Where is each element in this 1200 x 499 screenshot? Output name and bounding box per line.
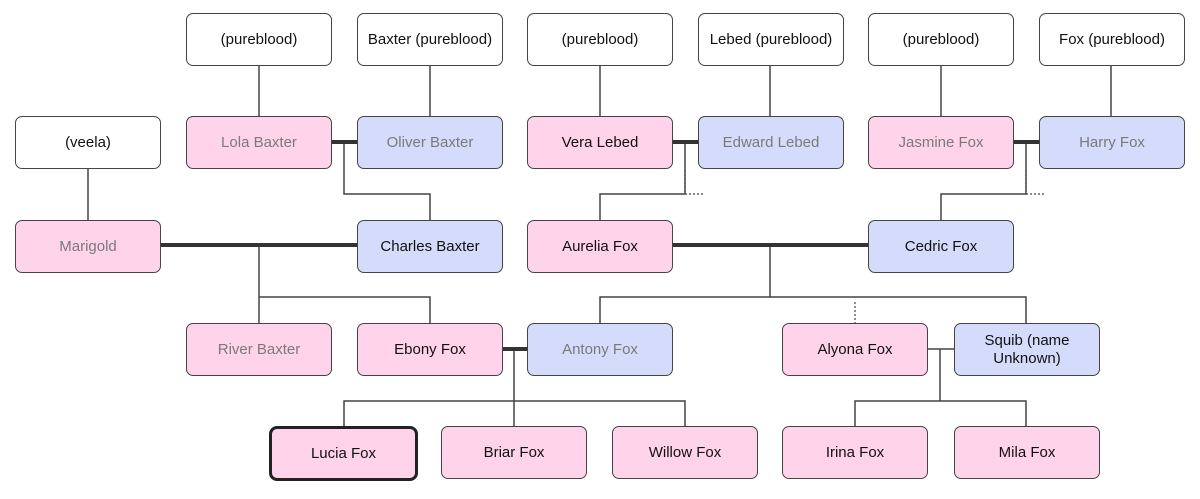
person-willow-fox[interactable]: Willow Fox	[612, 426, 758, 479]
person-harry-fox[interactable]: Harry Fox	[1039, 116, 1185, 169]
person-river-baxter[interactable]: River Baxter	[186, 323, 332, 376]
person-mila-fox[interactable]: Mila Fox	[954, 426, 1100, 479]
person-edward-lebed[interactable]: Edward Lebed	[698, 116, 844, 169]
person-squib-unknown[interactable]: Squib (name Unknown)	[954, 323, 1100, 376]
ancestor-lebed-pureblood[interactable]: Lebed (pureblood)	[698, 13, 844, 66]
person-charles-baxter[interactable]: Charles Baxter	[357, 220, 503, 273]
person-irina-fox[interactable]: Irina Fox	[782, 426, 928, 479]
person-marigold[interactable]: Marigold	[15, 220, 161, 273]
person-aurelia-fox[interactable]: Aurelia Fox	[527, 220, 673, 273]
person-cedric-fox[interactable]: Cedric Fox	[868, 220, 1014, 273]
ancestor-baxter-pureblood[interactable]: Baxter (pureblood)	[357, 13, 503, 66]
ancestor-pureblood-2[interactable]: (pureblood)	[527, 13, 673, 66]
person-antony-fox[interactable]: Antony Fox	[527, 323, 673, 376]
person-jasmine-fox[interactable]: Jasmine Fox	[868, 116, 1014, 169]
person-ebony-fox[interactable]: Ebony Fox	[357, 323, 503, 376]
ancestor-pureblood-3[interactable]: (pureblood)	[868, 13, 1014, 66]
person-lola-baxter[interactable]: Lola Baxter	[186, 116, 332, 169]
person-alyona-fox[interactable]: Alyona Fox	[782, 323, 928, 376]
person-briar-fox[interactable]: Briar Fox	[441, 426, 587, 479]
person-vera-lebed[interactable]: Vera Lebed	[527, 116, 673, 169]
person-oliver-baxter[interactable]: Oliver Baxter	[357, 116, 503, 169]
ancestor-veela[interactable]: (veela)	[15, 116, 161, 169]
person-lucia-fox[interactable]: Lucia Fox	[269, 426, 418, 481]
ancestor-fox-pureblood[interactable]: Fox (pureblood)	[1039, 13, 1185, 66]
ancestor-pureblood-1[interactable]: (pureblood)	[186, 13, 332, 66]
